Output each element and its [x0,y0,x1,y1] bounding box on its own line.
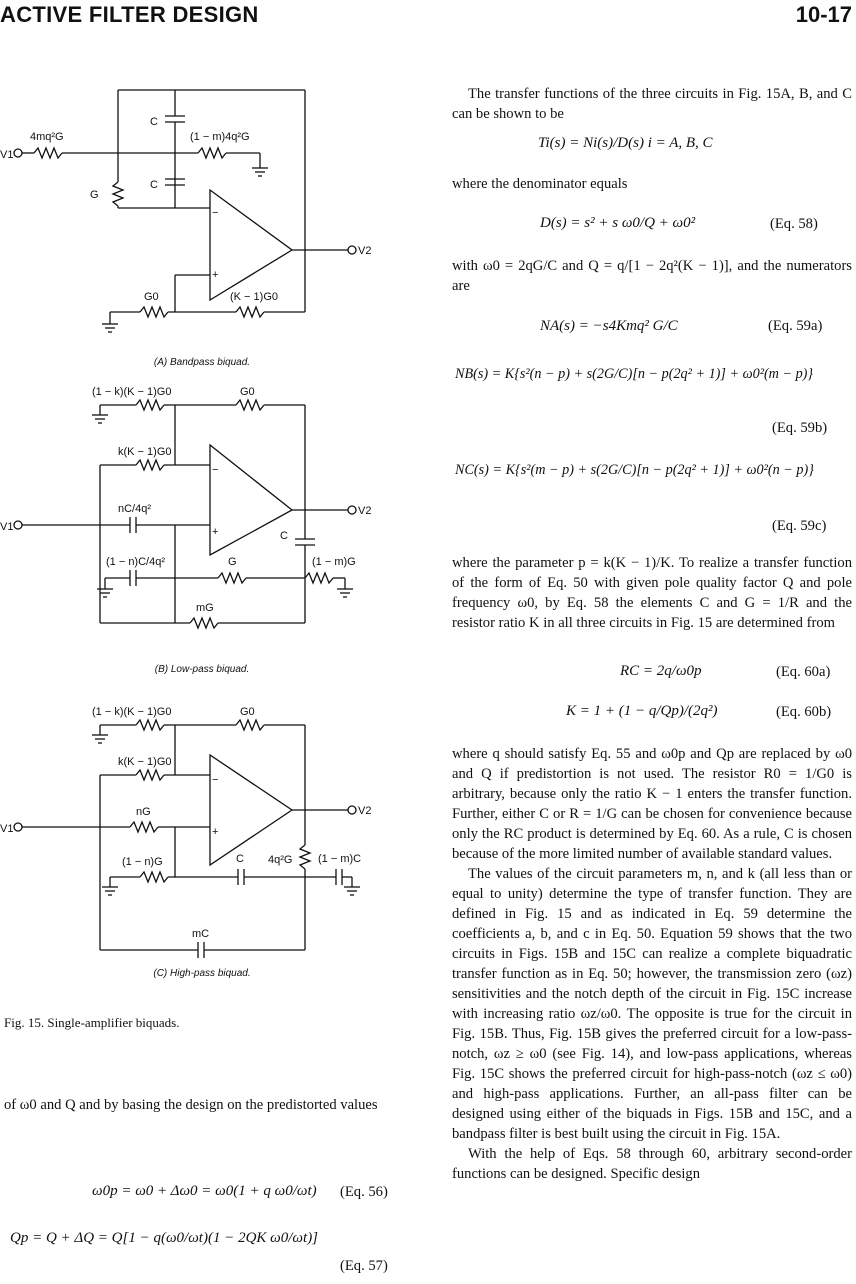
eq-59b: NB(s) = K{s²(n − p) + s(2G/C)[n − p(2q² … [455,366,814,382]
right-p2-block: where the denominator equals [452,174,852,194]
label-vout-c: V2 [358,805,371,817]
eq-transfer: Ti(s) = Ni(s)/D(s) i = A, B, C [538,135,713,151]
label-vin-b: V1 [0,521,13,533]
left-paragraph: of ω0 and Q and by basing the design on … [4,1097,378,1113]
eq-60a: RC = 2q/ω0p [620,663,702,679]
opamp-minus-b: − [212,464,218,476]
label-rtl-b: (1 − k)(K − 1)G0 [92,386,171,398]
right-paragraph-2: where the denominator equals [452,176,628,192]
circuit-b-lowpass: − + V1 V2 (1 − k)(K − 1)G0 G0 k(K − 1)G0… [0,386,371,630]
label-kg0-a: (K − 1)G0 [230,291,278,303]
label-rk-b: k(K − 1)G0 [118,446,172,458]
circuit-c-highpass: − + V1 V2 (1 − k)(K − 1)G0 G0 k(K − 1)G0… [0,706,371,958]
label-ctop-a: C [150,116,158,128]
label-g-a: G [90,189,99,201]
caption-b: (B) Low-pass biquad. [154,664,250,675]
opamp-plus-a: + [212,269,218,281]
eq-57-number: (Eq. 57) [340,1258,388,1274]
label-mc-c: mC [192,928,209,940]
caption-c: (C) High-pass biquad. [153,968,251,979]
right-p4-block: where the parameter p = k(K − 1)/K. To r… [452,553,852,633]
eq-59a-number: (Eq. 59a) [768,318,823,334]
right-paragraph-3: with ω0 = 2qG/C and Q = q/[1 − 2q²(K − 1… [452,258,852,294]
label-g0-b: G0 [240,386,255,398]
opamp-minus-c: − [212,774,218,786]
right-paragraph-5: where q should satisfy Eq. 55 and ω0p an… [452,746,852,862]
right-body-block: where q should satisfy Eq. 55 and ω0p an… [452,744,852,1184]
label-r1n-c: (1 − n)G [122,856,163,868]
right-paragraph-7: With the help of Eqs. 58 through 60, arb… [452,1146,852,1182]
label-rk-c: k(K − 1)G0 [118,756,172,768]
label-rtl-c: (1 − k)(K − 1)G0 [92,706,171,718]
label-g-b: G [228,556,237,568]
label-rin-a: 4mq²G [30,131,64,143]
label-c1n-b: (1 − n)C/4q² [106,556,165,568]
eq-59a: NA(s) = −s4Kmq² G/C [540,318,678,334]
label-rright-a: (1 − m)4q²G [190,131,250,143]
eq-58: D(s) = s² + s ω0/Q + ω0² [540,215,696,231]
label-vout-b: V2 [358,505,371,517]
label-cn-b: nC/4q² [118,503,151,515]
eq-58-number: (Eq. 58) [770,216,818,232]
opamp-minus-a: − [212,207,218,219]
eq-59c: NC(s) = K{s²(m − p) + s(2G/C)[n − p(2q² … [455,462,814,478]
eq-56-number: (Eq. 56) [340,1184,388,1200]
page-number: 10-17 [795,2,852,27]
label-ng-c: nG [136,806,151,818]
label-mg-b: mG [196,602,214,614]
eq-57: Qp = Q + ΔQ = Q[1 − q(ω0/ωt)(1 − 2QK ω0/… [10,1230,319,1246]
eq-60b: K = 1 + (1 − q/Qp)/(2q²) [566,703,718,719]
figure-caption: Fig. 15. Single-amplifier biquads. [4,1015,180,1030]
label-g0-a: G0 [144,291,159,303]
eq-59c-number: (Eq. 59c) [772,518,827,534]
label-cout-b: C [280,530,288,542]
label-r4q-c: 4q²G [268,854,292,866]
opamp-plus-b: + [212,526,218,538]
right-p3-block: with ω0 = 2qG/C and Q = q/[1 − 2q²(K − 1… [452,256,852,296]
label-cmid-a: C [150,179,158,191]
label-r1m-b: (1 − m)G [312,556,356,568]
circuit-a-bandpass: − + V1 V2 4mq²G C (1 − m)4q²G G C G0 (K … [0,89,371,333]
eq-59b-number: (Eq. 59b) [772,420,828,436]
right-paragraph-6: The values of the circuit parameters m, … [452,866,852,1142]
right-paragraph-1: The transfer functions of the three circ… [452,86,852,122]
right-paragraph-4: where the parameter p = k(K − 1)/K. To r… [452,555,852,631]
opamp-plus-c: + [212,826,218,838]
label-vin-a: V1 [0,149,13,161]
label-vin-c: V1 [0,823,13,835]
label-c-c: C [236,853,244,865]
eq-56: ω0p = ω0 + Δω0 = ω0(1 + q ω0/ωt) [92,1183,317,1199]
label-c1m-c: (1 − m)C [318,853,361,865]
right-p1-block: The transfer functions of the three circ… [452,84,852,124]
running-header-title: ACTIVE FILTER DESIGN [0,2,259,27]
left-column: of ω0 and Q and by basing the design on … [4,1095,399,1115]
eq-60b-number: (Eq. 60b) [776,704,832,720]
label-g0-c: G0 [240,706,255,718]
caption-a: (A) Bandpass biquad. [153,357,251,368]
label-vout-a: V2 [358,245,371,257]
eq-60a-number: (Eq. 60a) [776,664,831,680]
